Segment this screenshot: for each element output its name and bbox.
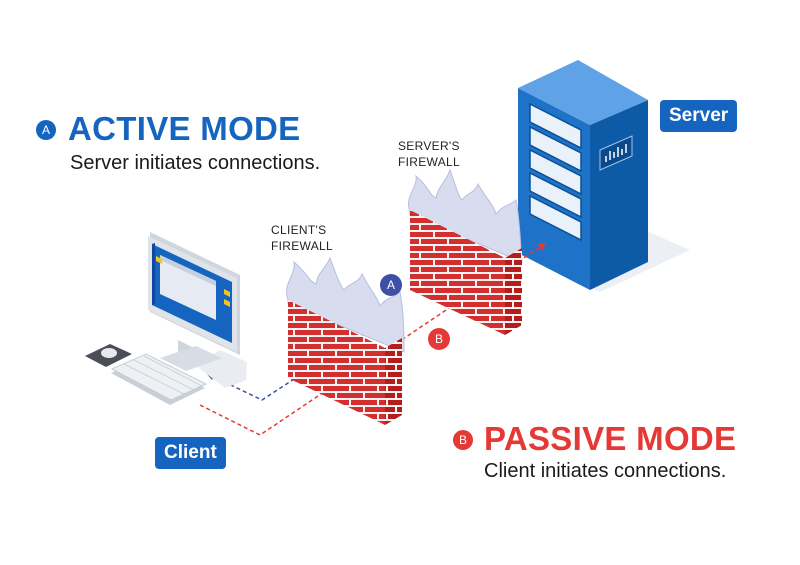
- active-path-badge: A: [380, 274, 402, 296]
- monitor: [148, 232, 240, 355]
- active-mode-title: ACTIVE MODE: [68, 110, 301, 147]
- server-firewall: [408, 168, 523, 335]
- monitor-base: [160, 346, 222, 371]
- server-firewall-label: SERVER'S FIREWALL: [398, 138, 460, 170]
- server-label: Server: [660, 100, 738, 132]
- mouse: [101, 348, 117, 358]
- server-tower: [518, 60, 690, 292]
- server-status-icon: [599, 135, 633, 171]
- server-firewall-flames: [408, 168, 523, 263]
- active-mode-description: Server initiates connections.: [70, 152, 321, 174]
- passive-mode-description: Client initiates connections.: [484, 460, 727, 482]
- mouse-pad: [85, 344, 132, 367]
- passive-path-badge: B: [428, 328, 450, 350]
- passive-mode-badge: B: [453, 430, 473, 450]
- client-firewall-flames: [286, 256, 405, 353]
- client-computer: [85, 232, 247, 405]
- server-firewall-label-line1: SERVER'S: [398, 139, 460, 153]
- client-firewall: [286, 256, 405, 425]
- server-firewall-label-line2: FIREWALL: [398, 155, 460, 169]
- passive-path-arrowhead: [538, 243, 546, 251]
- keyboard: [110, 353, 208, 405]
- client-firewall-label-line1: CLIENT'S: [271, 223, 327, 237]
- active-mode-badge: A: [36, 120, 56, 140]
- passive-mode-title: PASSIVE MODE: [484, 420, 737, 457]
- client-label: Client: [155, 437, 226, 469]
- client-firewall-label-line2: FIREWALL: [271, 239, 333, 253]
- passive-mode-path: [199, 243, 546, 436]
- client-firewall-label: CLIENT'S FIREWALL: [271, 222, 333, 254]
